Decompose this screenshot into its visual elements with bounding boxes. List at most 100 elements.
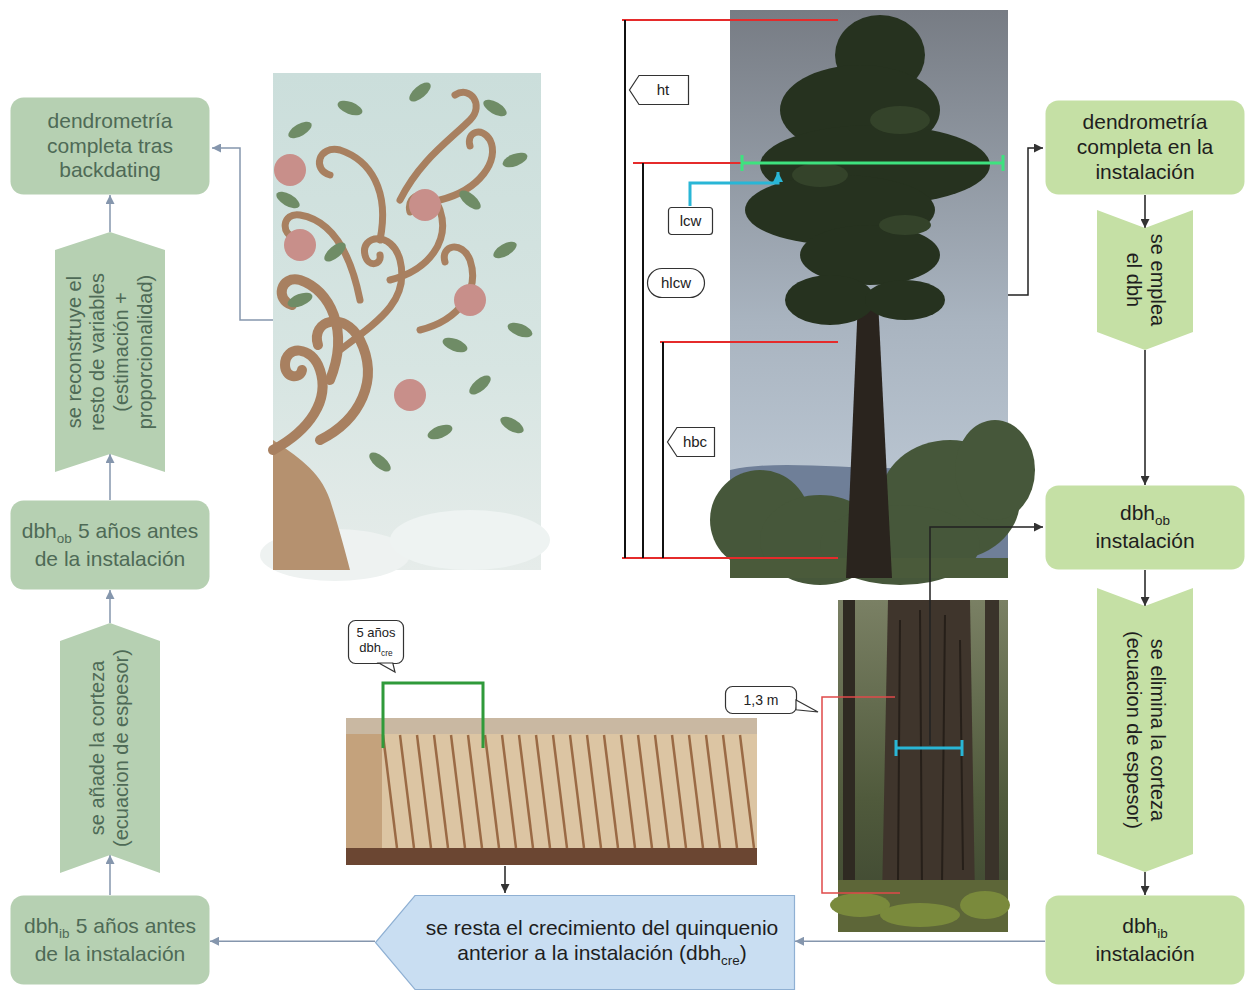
pine-trunk	[846, 300, 892, 578]
text-area: dendrometría completa tras backdating	[20, 103, 200, 189]
painted-leaf	[466, 372, 494, 398]
shape-outline	[10, 500, 210, 590]
box-fill	[1046, 101, 1245, 195]
diameter-cap	[961, 740, 964, 756]
growth-ring	[740, 735, 754, 848]
text-block: hbc	[679, 433, 711, 451]
painted-leaf	[426, 422, 455, 442]
growth-ring	[689, 735, 703, 848]
leader-arrow	[504, 866, 506, 893]
node-text: se reconstruye el resto de variables (es…	[63, 273, 156, 431]
text-area: lcw	[672, 209, 709, 233]
box-fill	[11, 98, 210, 195]
box-fill	[648, 269, 705, 298]
node-text: instalación	[1055, 942, 1235, 967]
painted-leaf	[456, 187, 484, 213]
node-text: 5 años	[352, 625, 400, 640]
growth-ring	[570, 735, 584, 848]
wall-painting	[273, 73, 541, 570]
painted-leaf	[441, 335, 470, 355]
growth-ring	[400, 735, 414, 848]
flow-arrow	[795, 941, 1045, 943]
dimension-callout: hbc	[667, 427, 715, 457]
text-block: se resta el crecimiento del quinquenio a…	[421, 916, 783, 969]
height-mark	[660, 341, 838, 343]
growth-ring	[723, 735, 737, 848]
shape-fill	[60, 623, 160, 873]
text-block: se elimina la corteza (ecuacion de espes…	[1121, 609, 1168, 851]
step-chevron: se elimina la corteza (ecuacion de espes…	[1097, 588, 1193, 872]
bubble-tail	[796, 700, 818, 712]
painted-leaf	[286, 290, 315, 310]
node-text: ht	[657, 81, 670, 98]
growth-ring	[468, 735, 482, 848]
painted-leaf	[506, 320, 535, 340]
box-fill	[669, 208, 713, 235]
text-area: 5 añosdbhcre	[352, 622, 400, 662]
dimension-callout: hlcw	[647, 268, 705, 298]
node-text: dbh	[22, 519, 57, 542]
node-text: dbh	[24, 914, 59, 937]
shape-fill	[55, 232, 165, 472]
pine-crown	[792, 163, 848, 187]
step-chevron: se añade la corteza (ecuacion de espesor…	[60, 623, 160, 873]
diameter-cap	[895, 740, 898, 756]
text-block: ht	[641, 81, 685, 99]
pine-crown	[879, 215, 931, 235]
node-text: dendrometría completa tras backdating	[47, 109, 173, 182]
text-area: dbhob5 años antes de la instalación	[20, 506, 200, 584]
node-text: se emplea el dbh	[1123, 234, 1169, 326]
leader-arrow	[930, 527, 1043, 745]
text-area: se resta el crecimiento del quinquenio a…	[421, 901, 783, 984]
step-chevron: se emplea el dbh	[1097, 210, 1193, 350]
text-block: se añade la corteza (ecuacion de espesor…	[86, 644, 133, 852]
shape-outline	[10, 895, 210, 985]
process-box: dbhibinstalación	[1045, 895, 1245, 985]
painted-fruit	[409, 189, 441, 221]
photo-shrub	[955, 420, 1035, 520]
process-box: dbhobinstalación	[1045, 485, 1245, 570]
diameter-line	[896, 747, 962, 750]
flow-arrow	[109, 855, 111, 895]
growth-ring	[485, 735, 499, 848]
node-text: instalación	[1055, 529, 1235, 554]
background-trunk	[985, 600, 999, 890]
pine-crown	[870, 106, 930, 134]
painted-branch	[440, 132, 493, 200]
box-fill	[11, 896, 210, 985]
growth-ring	[434, 735, 448, 848]
pine-crown	[785, 275, 875, 325]
node-text: dbh	[359, 640, 381, 655]
shape-fill	[1097, 588, 1193, 872]
painted-leaf	[501, 150, 530, 170]
text-block: hlcw	[651, 274, 701, 292]
painted-leaf	[498, 413, 527, 436]
node-text: dbh	[1120, 501, 1155, 524]
speech-callout: 1,3 m	[725, 686, 797, 714]
painted-fruit	[284, 229, 316, 261]
pine-crown	[865, 280, 945, 320]
growth-ring	[553, 735, 567, 848]
flow-arrow	[1144, 195, 1146, 228]
painted-leaf	[491, 238, 520, 261]
pine-trunk	[882, 600, 975, 900]
process-box: dendrometría completa tras backdating	[10, 97, 210, 195]
dimension-line	[642, 163, 644, 558]
core-photo	[346, 718, 757, 865]
bubble-body	[349, 621, 404, 664]
painted-leaf	[336, 98, 365, 118]
growth-ring	[536, 735, 550, 848]
growth-ring	[638, 735, 652, 848]
text-area: se elimina la corteza (ecuacion de espes…	[1102, 609, 1188, 851]
bubble-body	[726, 687, 797, 714]
subscript-text: ob	[57, 531, 72, 546]
node-text: hbc	[683, 433, 707, 450]
node-text: hlcw	[661, 274, 691, 291]
painted-branch	[273, 351, 323, 450]
text-block: dendrometría completa tras backdating	[20, 109, 200, 183]
leader-arrow	[1008, 148, 1043, 295]
height-mark	[622, 19, 838, 21]
shape-fill	[668, 428, 715, 457]
shape-outline	[1097, 588, 1193, 872]
box-fill	[1046, 896, 1245, 985]
